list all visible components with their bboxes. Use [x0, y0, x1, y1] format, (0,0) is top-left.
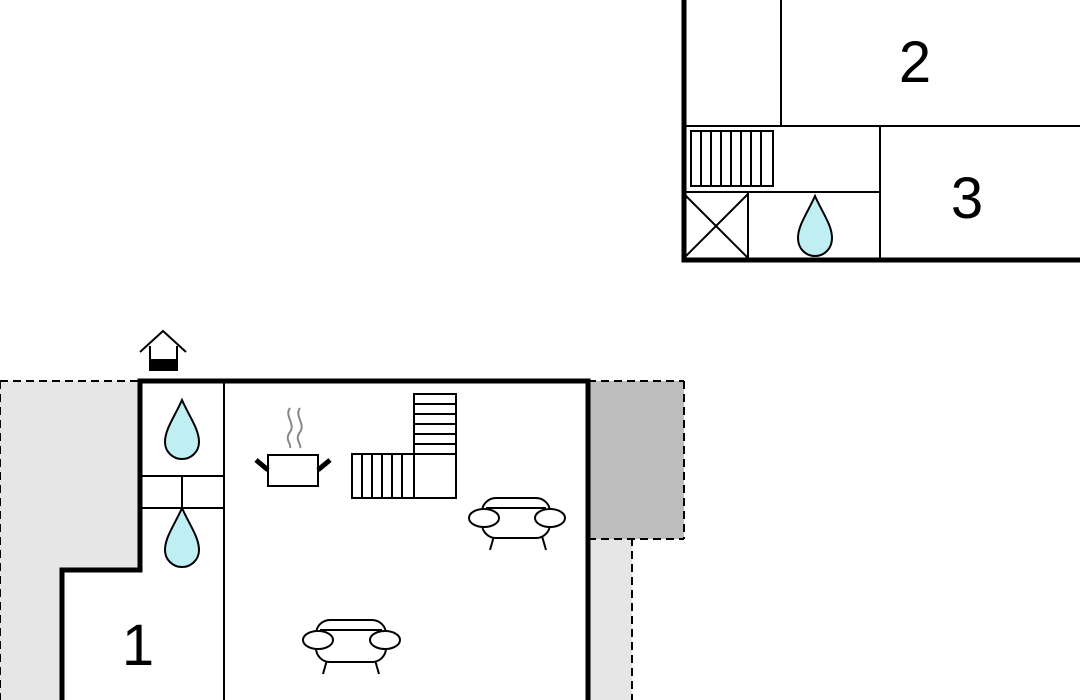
- sofa-icon: [468, 497, 566, 551]
- room-3-label: 3: [951, 166, 983, 231]
- upper-floor-outer-wall: [681, 0, 1080, 263]
- entrance-icon: [139, 329, 187, 371]
- kitchen-stove-icon: [254, 407, 332, 487]
- terrace-right-upper: [588, 381, 684, 539]
- ground-floor: 1: [0, 329, 685, 700]
- room-1-label: 1: [122, 613, 154, 678]
- terrace-left: [0, 381, 140, 700]
- staircase-icon: [351, 393, 457, 499]
- bathroom-drop-icon: [796, 193, 834, 258]
- upper-floor: 2 3: [681, 0, 1080, 263]
- cross-box-icon: [683, 193, 749, 259]
- terrace-right-lower: [588, 538, 632, 700]
- room-2-label: 2: [899, 30, 931, 95]
- staircase-icon: [690, 130, 774, 187]
- sofa-icon: [302, 619, 401, 675]
- bathroom-drop-icon: [163, 505, 201, 569]
- ground-floor-outer-wall: [59, 567, 143, 700]
- bathroom-drop-icon: [163, 397, 201, 461]
